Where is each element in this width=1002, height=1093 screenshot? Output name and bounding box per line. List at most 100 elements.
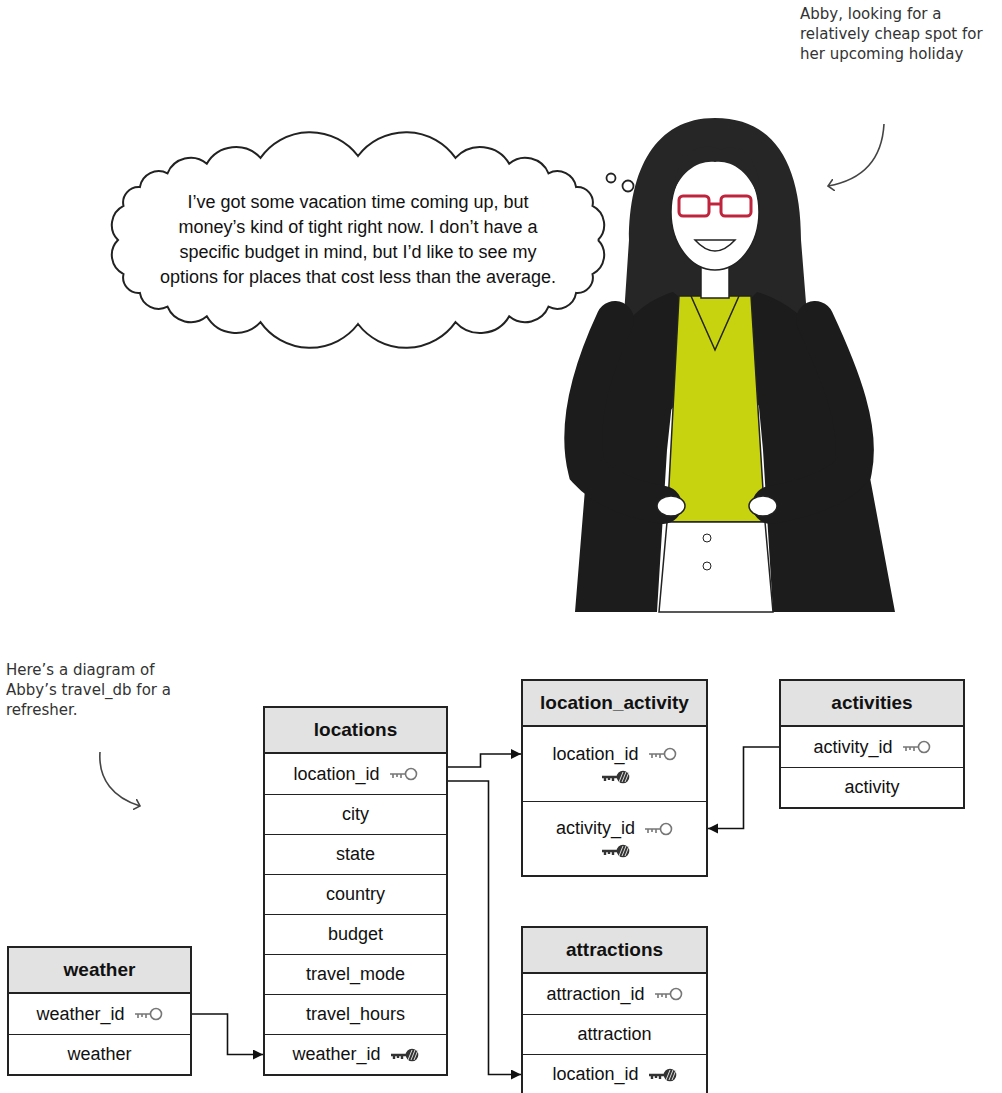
table-box: activities activity_id activity: [779, 679, 965, 809]
column-name: weather_id: [36, 1004, 124, 1025]
key-bow: [617, 771, 628, 782]
foreign-key-icon: [647, 1067, 677, 1083]
table-header: activities: [781, 681, 963, 727]
table-box: weatherweather_idweather: [7, 946, 192, 1076]
key-shaft: [135, 1014, 150, 1018]
table-column: weather_id: [265, 1034, 446, 1074]
pants: [659, 522, 773, 612]
table-header: attractions: [523, 928, 706, 974]
relationship-connector: [448, 781, 521, 1075]
key-bow: [617, 846, 628, 857]
key-line: [600, 843, 630, 859]
table-column: attraction_id: [523, 974, 706, 1014]
column-name: attraction_id: [546, 984, 644, 1005]
column-name: activity_id: [556, 818, 635, 839]
key-hatch: [672, 1070, 676, 1080]
table-name: weather: [64, 959, 136, 981]
column-line: activity_id: [813, 737, 930, 758]
cloud-outline: [112, 150, 604, 330]
key-bow: [661, 823, 672, 834]
column-line: weather_id: [36, 1004, 162, 1025]
key-bow: [664, 749, 675, 760]
column-name: city: [342, 804, 369, 825]
table-column: location_id: [265, 754, 446, 794]
column-name: travel_mode: [306, 964, 405, 985]
column-line: travel_mode: [306, 964, 405, 985]
relationship-connector: [448, 754, 521, 767]
column-name: location_id: [293, 764, 379, 785]
table-column: city: [265, 794, 446, 834]
key-hatch: [414, 1050, 418, 1060]
table-name: locations: [314, 719, 397, 741]
key-bow: [405, 769, 416, 780]
hand: [749, 496, 777, 516]
thought-text: I’ve got some vacation time coming up, b…: [158, 190, 558, 290]
leader-arrow: [100, 752, 140, 806]
column-line: city: [342, 804, 369, 825]
key-shaft: [602, 777, 617, 781]
key-shaft: [602, 851, 617, 855]
table-column: country: [265, 874, 446, 914]
table-column: activity_id: [523, 801, 706, 875]
table-column: travel_mode: [265, 954, 446, 994]
table-column: weather: [9, 1034, 190, 1074]
column-line: attraction: [577, 1024, 651, 1045]
column-name: activity_id: [813, 737, 892, 758]
column-name: activity: [844, 777, 899, 798]
key-shaft: [649, 754, 664, 758]
hand: [657, 496, 685, 516]
table-box: location_activitylocation_idactivity_id: [521, 679, 708, 877]
relationship-connector: [708, 747, 779, 829]
arm-right: [771, 320, 855, 505]
primary-key-icon: [643, 821, 673, 837]
table-header: locations: [265, 708, 446, 754]
column-line: budget: [328, 924, 383, 945]
table-box: locations location_idcity state country budg…: [263, 706, 448, 1076]
foreign-key-icon: [600, 769, 630, 785]
table-name: location_activity: [540, 692, 689, 714]
column-line: activity: [844, 777, 899, 798]
table-column: state: [265, 834, 446, 874]
column-line: activity_id: [556, 818, 673, 839]
shirt: [667, 296, 765, 522]
foreign-key-icon: [389, 1047, 419, 1063]
column-line: country: [326, 884, 385, 905]
table-column: travel_hours: [265, 994, 446, 1034]
column-line: attraction_id: [546, 984, 682, 1005]
primary-key-icon: [901, 739, 931, 755]
leader-arrow: [828, 124, 884, 186]
key-bow: [150, 1009, 161, 1020]
column-name: country: [326, 884, 385, 905]
column-name: location_id: [552, 1064, 638, 1085]
column-name: attraction: [577, 1024, 651, 1045]
cloud-path: [112, 132, 604, 348]
key-shaft: [655, 994, 670, 998]
table-column: activity: [781, 767, 963, 807]
key-shaft: [649, 1075, 664, 1079]
table-column: attraction: [523, 1014, 706, 1054]
primary-key-icon: [653, 986, 683, 1002]
button: [703, 534, 711, 542]
key-hatch: [625, 772, 629, 782]
key-bow: [918, 742, 929, 753]
smile: [695, 240, 735, 251]
glasses: [721, 196, 751, 216]
column-line: weather_id: [292, 1044, 418, 1065]
primary-key-icon: [388, 766, 418, 782]
table-header: weather: [9, 948, 190, 994]
key-bow: [406, 1049, 417, 1060]
table-column: location_id: [523, 1054, 706, 1093]
primary-key-icon: [133, 1006, 163, 1022]
foreign-key-icon: [600, 843, 630, 859]
primary-key-icon: [647, 746, 677, 762]
neckline: [691, 296, 739, 350]
handwritten-note: Abby, looking for a relatively cheap spo…: [800, 4, 988, 64]
arm-left: [583, 320, 663, 505]
button: [703, 562, 711, 570]
thought-bubble: I’ve got some vacation time coming up, b…: [112, 150, 604, 330]
column-name: state: [336, 844, 375, 865]
key-shaft: [390, 774, 405, 778]
table-box: attractions attraction_id attraction locati…: [521, 926, 708, 1093]
bangs: [671, 147, 759, 200]
